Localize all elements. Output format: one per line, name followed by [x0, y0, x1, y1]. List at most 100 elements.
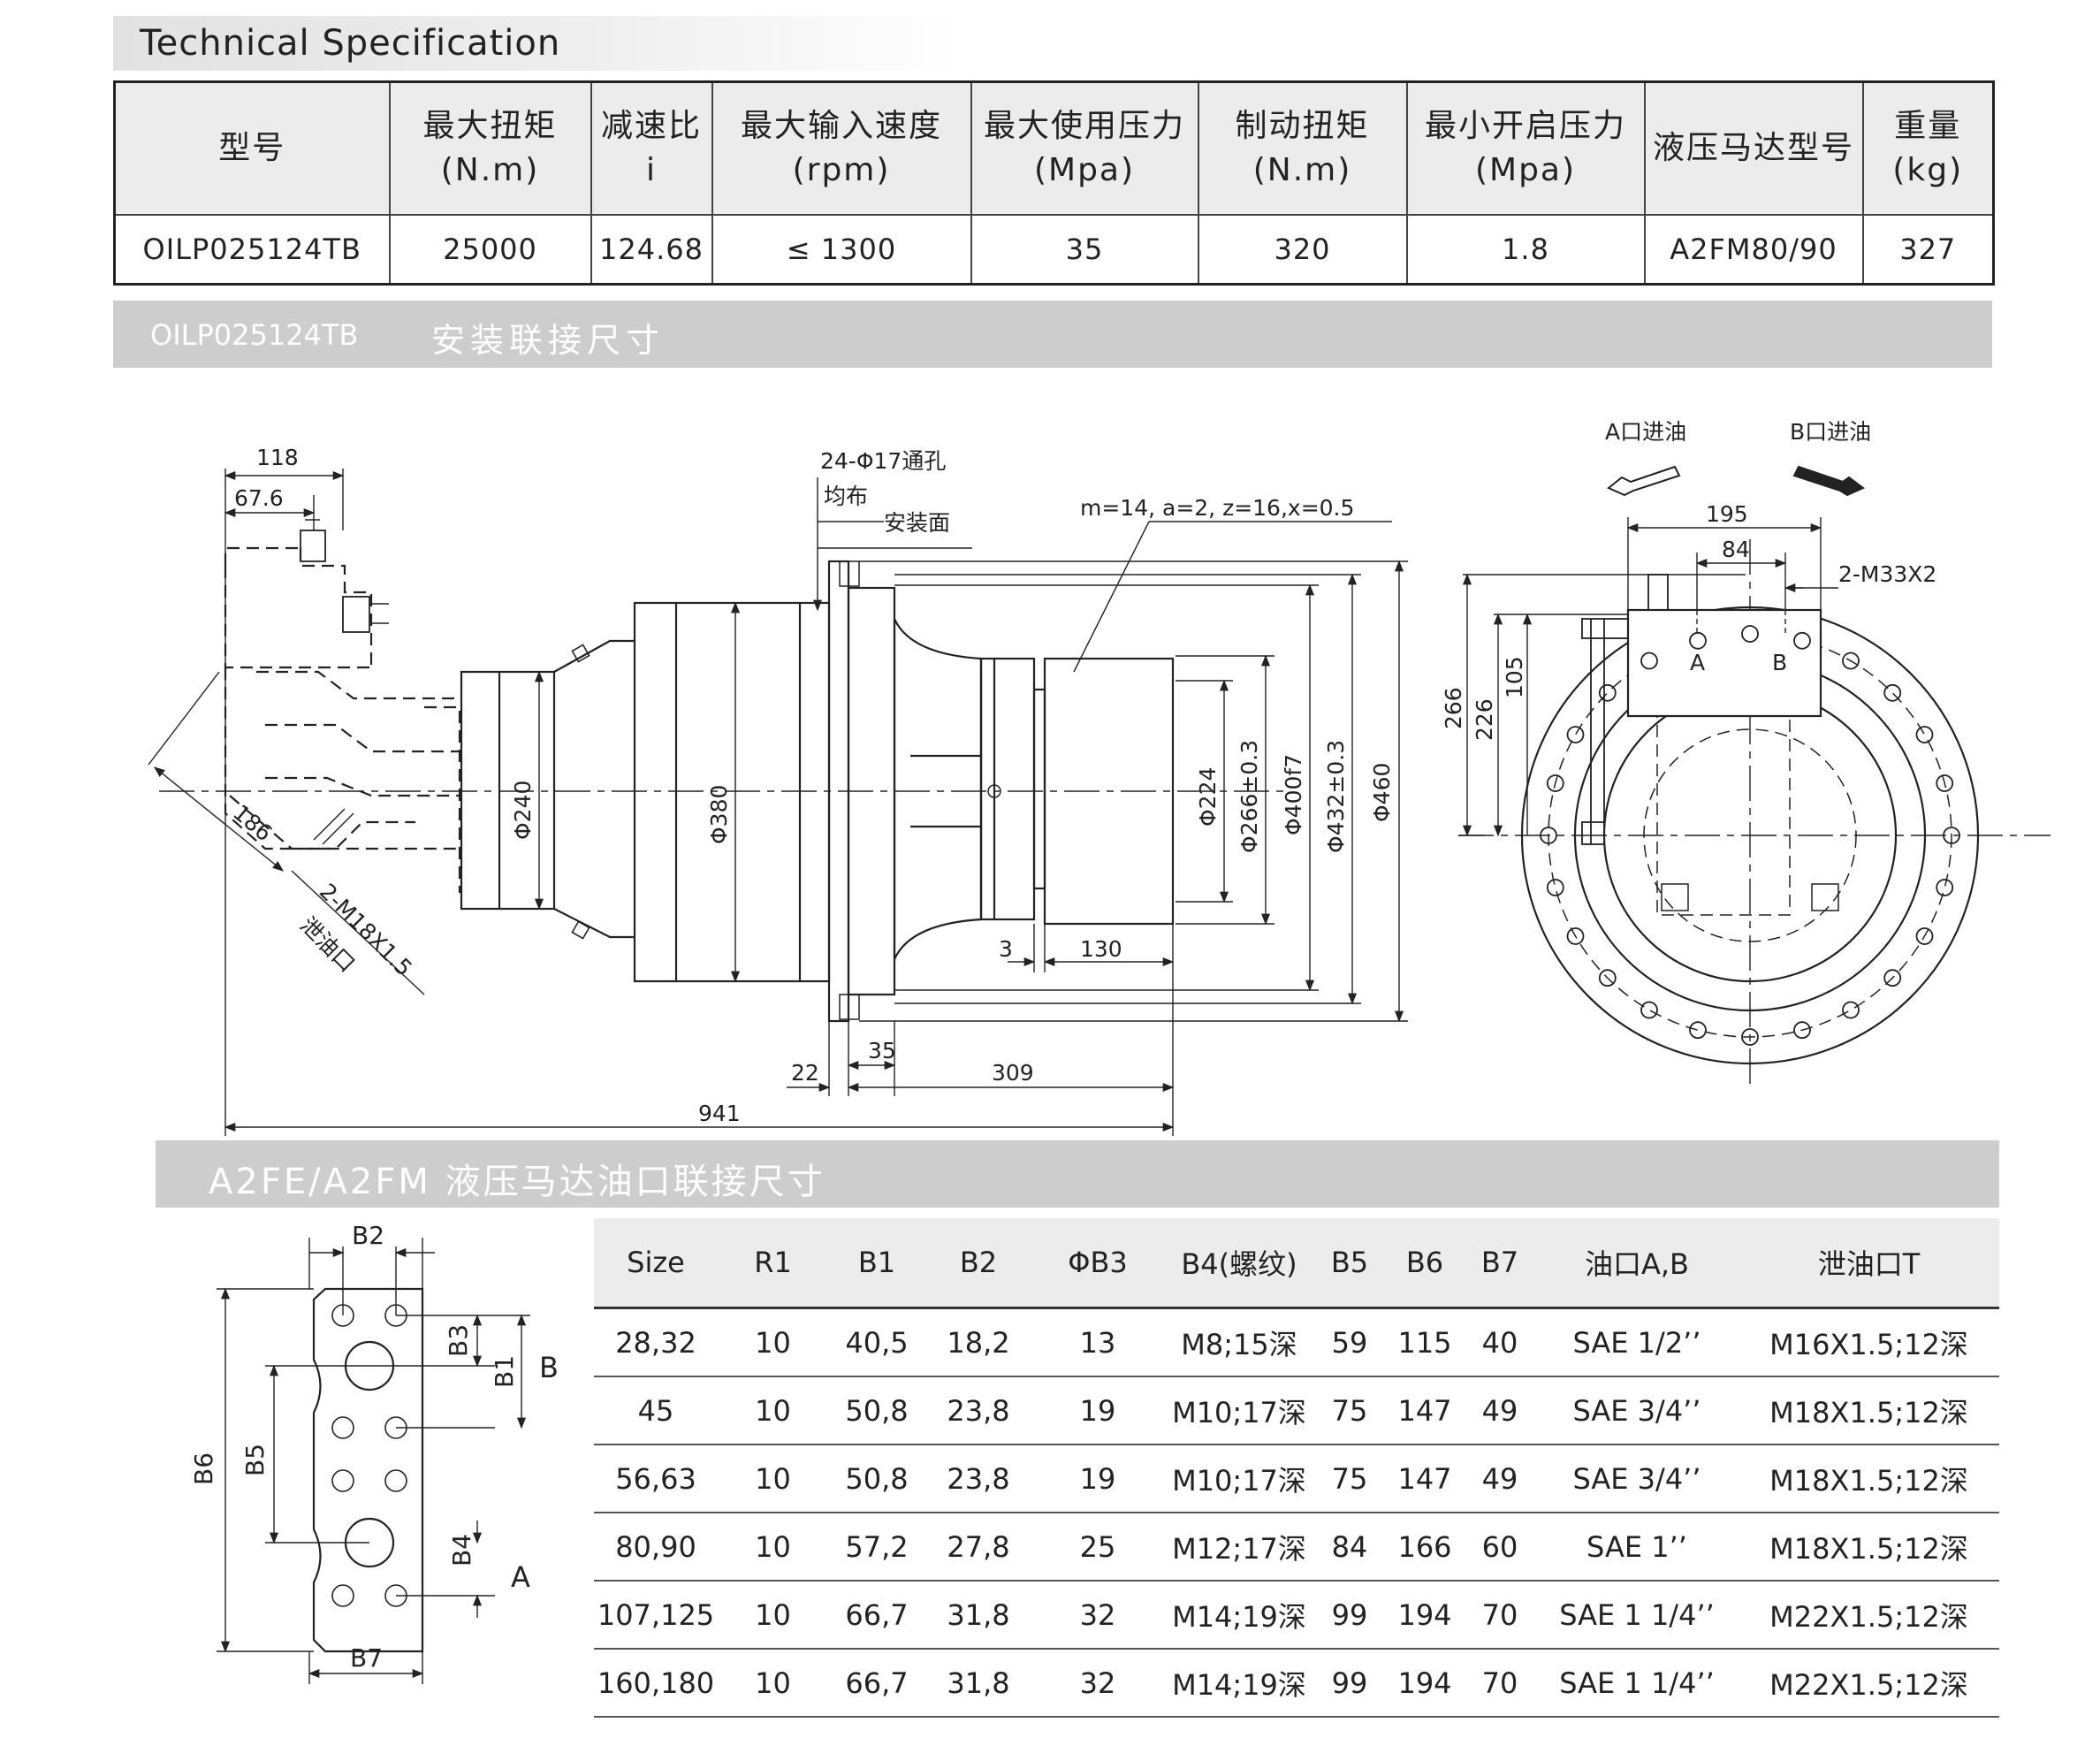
spec-cell: 35 — [970, 213, 1199, 286]
dim-d432: Φ432±0.3 — [1323, 740, 1349, 853]
spec-cell: 320 — [1197, 213, 1408, 286]
dim-195: 195 — [1706, 501, 1748, 527]
port-b-label: B — [1772, 650, 1787, 675]
port-flange-drawing — [312, 1287, 424, 1653]
inlet-a-arrow — [1607, 465, 1681, 497]
port-cell: M18X1.5;12深 — [1739, 1376, 1999, 1445]
port-cell: 66,7 — [828, 1649, 925, 1718]
dim-105: 105 — [1502, 656, 1527, 698]
bolt-hole — [1793, 631, 1811, 650]
spec-cell: 124.68 — [590, 213, 713, 286]
bolt-hole — [1689, 1021, 1707, 1040]
spec-col-header: 型号 — [113, 80, 391, 216]
bolt-hole — [1540, 827, 1557, 844]
side-fitting — [342, 596, 370, 633]
spec-cell: ≤ 1300 — [711, 213, 972, 286]
spec-col-header: 重量(kg) — [1861, 80, 1995, 216]
spec-cell: A2FM80/90 — [1643, 213, 1864, 286]
label-b4: B4 — [447, 1534, 476, 1566]
dim-35: 35 — [868, 1038, 896, 1063]
port-col-header: 泄油口T — [1739, 1218, 1999, 1309]
port-cell: M14;19深 — [1164, 1581, 1314, 1650]
flow-arrows — [1607, 465, 1865, 497]
port-cell: M22X1.5;12深 — [1739, 1581, 1999, 1650]
end-dimension-labels: A口进油 B口进油 195 84 2-M33X2 105 266 226 A B — [1441, 419, 1936, 741]
bolt-hole — [1566, 927, 1585, 945]
spec-col-header: 最大输入速度(rpm) — [711, 80, 972, 216]
end-dimension-lines — [1458, 517, 1838, 837]
port-cell: 147 — [1385, 1445, 1465, 1513]
port-cell: 10 — [718, 1649, 828, 1718]
dim-84: 84 — [1722, 537, 1750, 562]
port-cell: 32 — [1031, 1649, 1164, 1718]
port-cell: 40 — [1465, 1307, 1535, 1377]
dim-941: 941 — [698, 1101, 741, 1126]
port-cell: 84 — [1314, 1513, 1385, 1582]
port-cell: 50,8 — [828, 1376, 925, 1445]
dim-d400: Φ400f7 — [1281, 754, 1306, 835]
port-cell: 18,2 — [925, 1307, 1031, 1377]
bolt-hole — [1793, 1021, 1811, 1040]
spec-col-header: 最大扭矩(N.m) — [388, 80, 592, 216]
port-section-title: A2FE/A2FM 液压马达油口联接尺寸 — [209, 1162, 826, 1202]
label-b1: B1 — [490, 1355, 519, 1388]
flange-labels: B2 B3 B1 B B6 B5 B4 A B7 — [189, 1221, 559, 1673]
port-section-band: A2FE/A2FM 液压马达油口联接尺寸 — [156, 1140, 1999, 1208]
label-b2: B2 — [352, 1221, 384, 1250]
port-cell: SAE 1’’ — [1535, 1513, 1739, 1582]
label-b3: B3 — [444, 1324, 473, 1357]
port-cell: 28,32 — [594, 1307, 718, 1377]
bolt-hole — [1566, 726, 1585, 743]
bolt-hole — [1741, 1028, 1759, 1046]
port-cell: M10;17深 — [1164, 1376, 1314, 1445]
dim-mount-face: 安装面 — [884, 510, 950, 536]
port-col-header: 油口A,B — [1535, 1218, 1739, 1309]
spec-col-header: 制动扭矩(N.m) — [1197, 80, 1408, 216]
port-cell: 57,2 — [828, 1513, 925, 1582]
dim-130: 130 — [1080, 936, 1122, 962]
port-cell: 160,180 — [594, 1649, 718, 1718]
spec-col-header: 最大使用压力(Mpa) — [970, 80, 1199, 216]
bolt-hole — [1741, 625, 1759, 643]
install-section-band: OILP025124TB 安装联接尺寸 — [113, 301, 1992, 368]
flange-dimension-lines — [217, 1238, 530, 1684]
label-b6: B6 — [189, 1452, 218, 1485]
side-dimension-labels: 118 67.6 186 2-M18X1.5 泄油口 24-Φ17通孔 均布 安… — [228, 445, 1395, 1126]
port-cell: 25 — [1031, 1513, 1164, 1582]
port-cell: M12;17深 — [1164, 1513, 1314, 1582]
port-cell: 166 — [1385, 1513, 1465, 1582]
port-cell: 45 — [594, 1376, 718, 1445]
label-b-inlet: B口进油 — [1790, 419, 1871, 445]
port-col-header: R1 — [718, 1218, 828, 1309]
bolt-hole — [1936, 879, 1954, 896]
side-view — [159, 519, 1290, 1023]
port-table: Size R1 B1 B2 ΦB3 B4(螺纹) B5 B6 B7 油口A,B … — [594, 1218, 1999, 1718]
port-cell: 10 — [718, 1376, 828, 1445]
port-cell: SAE 3/4’’ — [1535, 1376, 1739, 1445]
dim-d240: Φ240 — [510, 781, 536, 840]
port-cell: 99 — [1314, 1649, 1385, 1718]
flange-outline — [312, 1287, 424, 1653]
bolt-hole — [1842, 652, 1860, 670]
port-cell: 10 — [718, 1513, 828, 1582]
port-cell: 49 — [1465, 1376, 1535, 1445]
port-cell: SAE 1 1/4’’ — [1535, 1581, 1739, 1650]
port-col-header: Size — [594, 1218, 718, 1309]
dim-d380: Φ380 — [706, 785, 732, 844]
port-cell: 70 — [1465, 1581, 1535, 1650]
port-cell: 49 — [1465, 1445, 1535, 1513]
port-cell: 80,90 — [594, 1513, 718, 1582]
dim-3: 3 — [999, 936, 1013, 962]
port-cell: SAE 1/2’’ — [1535, 1307, 1739, 1377]
bolt-hole — [1640, 1001, 1658, 1019]
port-cell: 99 — [1314, 1581, 1385, 1650]
port-cell: M16X1.5;12深 — [1739, 1307, 1999, 1377]
